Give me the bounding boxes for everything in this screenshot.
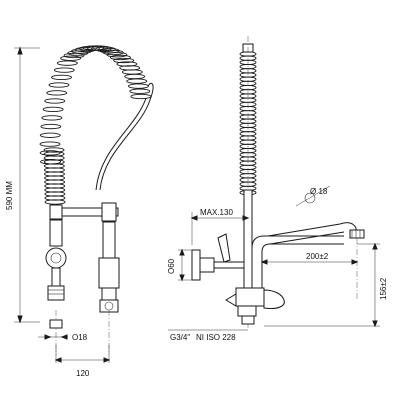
- height-dimension: 590 MM: [5, 46, 40, 324]
- wall-mount: [191, 233, 244, 281]
- spout: [251, 222, 365, 300]
- coil-turn: [41, 115, 63, 121]
- spout-length-label: 200±2: [306, 252, 329, 261]
- thread-callout: G3/4" NI ISO 228: [168, 329, 248, 342]
- right-valve: [98, 221, 120, 313]
- spout-diameter-label: Ø 18: [310, 187, 328, 196]
- spring-hose-arc-inner: [95, 97, 147, 191]
- coil-turn: [121, 69, 143, 75]
- wall-diameter-label: O60: [167, 258, 176, 274]
- coil-turn: [124, 73, 146, 80]
- coil-turn: [39, 150, 61, 156]
- coil-turn: [95, 46, 116, 52]
- spout-height-label: 156±2: [379, 277, 388, 300]
- coil-turn: [239, 97, 257, 103]
- coil-turn: [39, 141, 61, 147]
- max-reach-dimension: MAX.130: [190, 208, 250, 245]
- pipe-fitting: [49, 319, 63, 329]
- coil-turn: [130, 93, 152, 100]
- coil-turn: [113, 57, 135, 64]
- coil-turn: [44, 199, 66, 205]
- coil-turn: [48, 82, 70, 88]
- spout-height-dimension: 156±2: [264, 242, 388, 328]
- spring-hose-arc: [99, 82, 154, 191]
- spout-length-dimension: 200±2: [260, 252, 359, 265]
- coil-turn: [116, 61, 138, 67]
- front-view: 590 MM: [5, 45, 154, 378]
- coil-turn: [239, 84, 257, 91]
- coil-turn: [106, 52, 128, 58]
- coil-turn: [126, 78, 148, 84]
- spacing-label: 120: [76, 369, 90, 378]
- side-view: MAX.130 O60: [167, 36, 388, 342]
- left-valve: [45, 219, 67, 301]
- wall-diameter-dimension: O60: [167, 248, 192, 282]
- max-reach-label: MAX.130: [200, 208, 233, 217]
- coil-turn: [239, 173, 257, 179]
- mixer-body: [225, 287, 285, 325]
- coil-turn: [56, 60, 78, 66]
- coil-turn: [39, 132, 61, 138]
- spring-coil: [39, 45, 152, 205]
- spacing-dimension: 120: [54, 345, 111, 378]
- coil-turn: [53, 67, 75, 73]
- coil-turn: [40, 123, 62, 130]
- coil-turn: [51, 74, 72, 81]
- height-label: 590 MM: [5, 181, 14, 210]
- standard-label: NI ISO 228: [196, 333, 236, 342]
- coil-turn: [60, 55, 82, 61]
- spout-diameter-dimension: Ø 18: [295, 185, 331, 207]
- coil-turn: [109, 54, 131, 61]
- coil-turn: [46, 90, 68, 96]
- crossbar: [49, 202, 119, 222]
- thread-label: G3/4": [170, 333, 190, 342]
- coil-turn: [42, 106, 64, 113]
- pipe-diameter-label: O18: [72, 333, 88, 342]
- coil-turn: [44, 98, 66, 104]
- pipe-diameter-dimension: O18: [38, 333, 88, 342]
- column: [243, 189, 253, 289]
- coil-turn: [129, 88, 151, 94]
- coil-turn: [127, 83, 149, 89]
- coil-turn: [63, 52, 85, 59]
